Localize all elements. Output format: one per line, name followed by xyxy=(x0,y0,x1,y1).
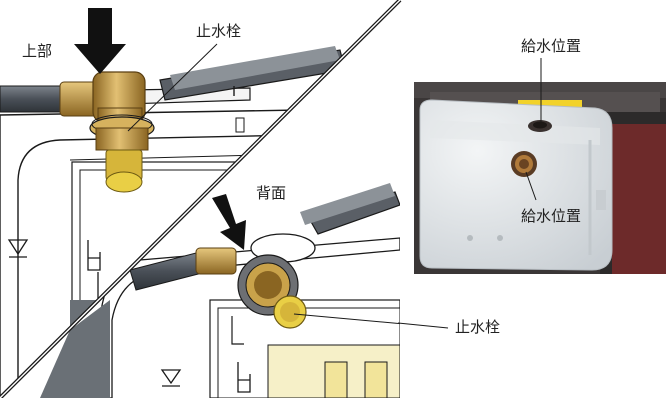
stop-valve-label-top: 止水栓 xyxy=(196,22,242,40)
down-arrow-icon xyxy=(74,8,126,74)
back-section-label: 背面 xyxy=(256,184,287,202)
stop-valve-label-right: 止水栓 xyxy=(455,318,501,336)
supply-position-label-top: 給水位置 xyxy=(521,37,582,55)
tank-photo xyxy=(414,58,666,274)
water-level-triangle-icon xyxy=(160,369,182,387)
supply-position-label-mid: 給水位置 xyxy=(521,207,582,225)
down-arrow-icon xyxy=(212,194,246,250)
water-level-triangle-icon xyxy=(7,239,29,258)
top-section-label: 上部 xyxy=(22,42,53,60)
